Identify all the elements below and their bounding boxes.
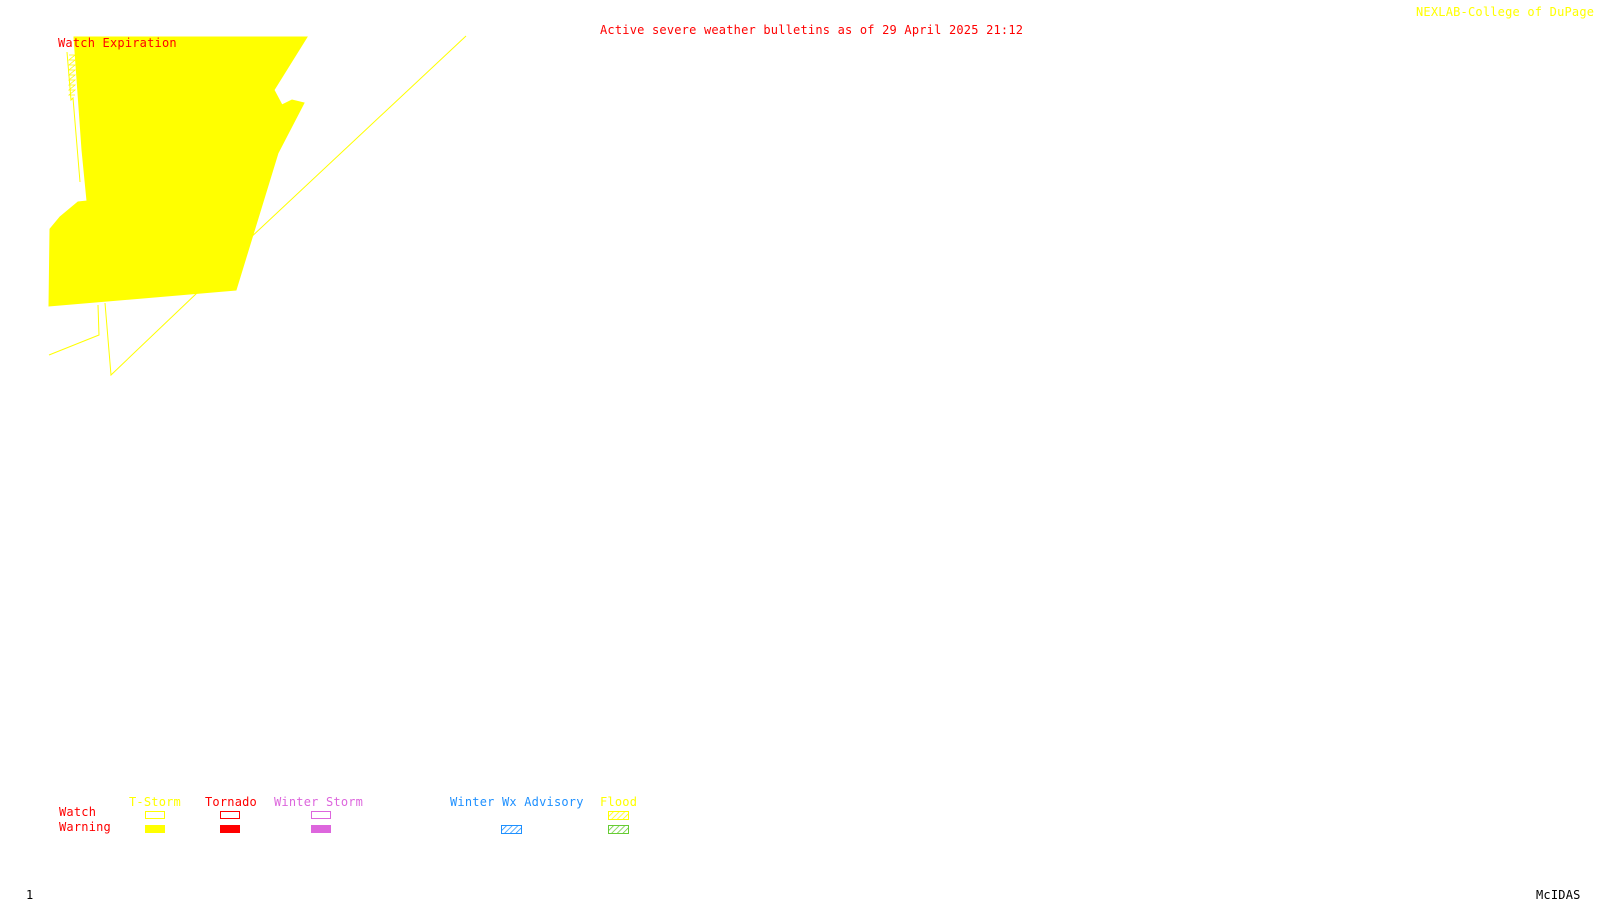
credit-label: NEXLAB-College of DuPage R (1416, 5, 1600, 19)
legend-winter-storm-warning-swatch (311, 825, 331, 833)
tstorm-watch-outline (104, 35, 467, 377)
software-label: McIDAS (1536, 888, 1581, 902)
legend-winter-storm-watch-swatch (311, 811, 331, 819)
legend-flood-watch-swatch (608, 811, 629, 820)
legend-label-flood: Flood (600, 795, 638, 809)
legend-tornado-watch-swatch (220, 811, 240, 819)
legend-label-tstorm: T-Storm (129, 795, 181, 809)
legend-label-tornado: Tornado (205, 795, 257, 809)
legend-winter-advisory-warning-swatch (501, 825, 522, 834)
legend-tstorm-warning-swatch (145, 825, 165, 833)
tstorm-warning-polygon (48, 36, 308, 307)
watch-expiration-ticks (67, 54, 77, 96)
tstorm-watch-outline-inner (66, 51, 81, 183)
bulletin-title: Active severe weather bulletins as of 29… (600, 23, 1024, 37)
frame-number: 1 (26, 888, 34, 902)
legend-label-winter-storm: Winter Storm (274, 795, 364, 809)
legend-label-winter-advisory: Winter Wx Advisory (450, 795, 584, 809)
legend-tstorm-watch-swatch (145, 811, 165, 819)
legend-row-warning: Warning (59, 820, 111, 834)
legend-row-watch: Watch (59, 805, 97, 819)
legend-tornado-warning-swatch (220, 825, 240, 833)
legend-flood-warning-swatch (608, 825, 629, 834)
tstorm-watch-outline-west (48, 304, 100, 356)
watch-expiration-label: Watch Expiration (58, 36, 177, 50)
